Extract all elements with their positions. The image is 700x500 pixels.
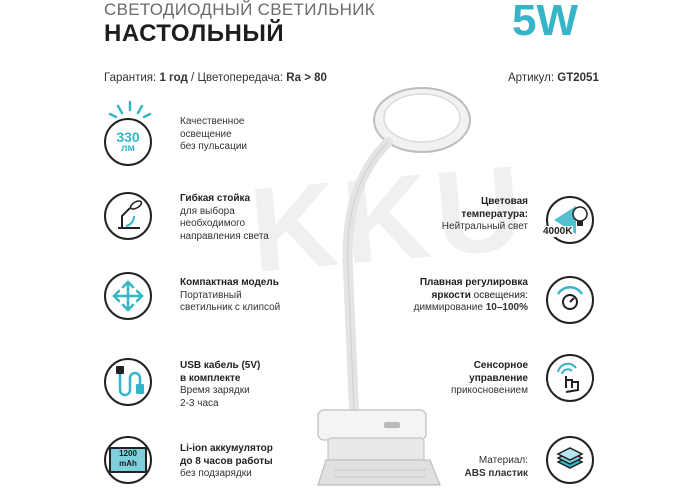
flexible-stand-icon bbox=[104, 192, 152, 240]
feature-dimmer: Плавная регулировка яркости освещения: д… bbox=[413, 277, 528, 313]
article-number: Артикул: GT2051 bbox=[508, 72, 599, 84]
feature-flexible-stand: Гибкая стойка для выбора необходимого на… bbox=[180, 193, 269, 242]
lumen-value: 330 bbox=[116, 129, 140, 145]
material-icon bbox=[546, 436, 594, 484]
feature-touch-control: Сенсорное управление прикосновением bbox=[450, 360, 528, 396]
product-title-line2: НАСТОЛЬНЫЙ bbox=[104, 20, 285, 47]
desk-lamp-image bbox=[317, 87, 471, 486]
luminous-flux-badge: 330 лм bbox=[104, 118, 152, 166]
feature-color-temperature: Цветовая температура: Нейтральный свет bbox=[441, 196, 528, 232]
touch-icon bbox=[546, 354, 594, 402]
power-rating: 5W bbox=[512, 0, 578, 45]
feature-battery: Li-ion аккумулятор до 8 часов работы без… bbox=[180, 443, 273, 479]
lumen-unit: лм bbox=[121, 143, 135, 154]
battery-capacity-unit: mAh bbox=[119, 459, 137, 468]
feature-quality-light: Качественное освещение без пульсации bbox=[180, 116, 248, 152]
dimmer-icon bbox=[546, 276, 594, 324]
color-temperature-value: 4000K bbox=[542, 226, 574, 237]
light-rays-icon bbox=[108, 100, 152, 119]
feature-usb: USB кабель (5V) в комплекте Время зарядк… bbox=[180, 360, 261, 409]
specs-line: Гарантия: 1 год / Цветопередача: Ra > 80 bbox=[104, 72, 327, 84]
feature-compact: Компактная модель Портативный светильник… bbox=[180, 277, 281, 313]
product-title-line1: СВЕТОДИОДНЫЙ СВЕТИЛЬНИК bbox=[104, 0, 375, 19]
usb-cable-icon bbox=[104, 358, 152, 406]
battery-capacity-value: 1200 bbox=[119, 449, 137, 458]
feature-material: Материал: ABS пластик bbox=[464, 455, 528, 479]
arrows-icon bbox=[104, 272, 152, 320]
battery-icon: 1200 mAh bbox=[104, 436, 152, 484]
